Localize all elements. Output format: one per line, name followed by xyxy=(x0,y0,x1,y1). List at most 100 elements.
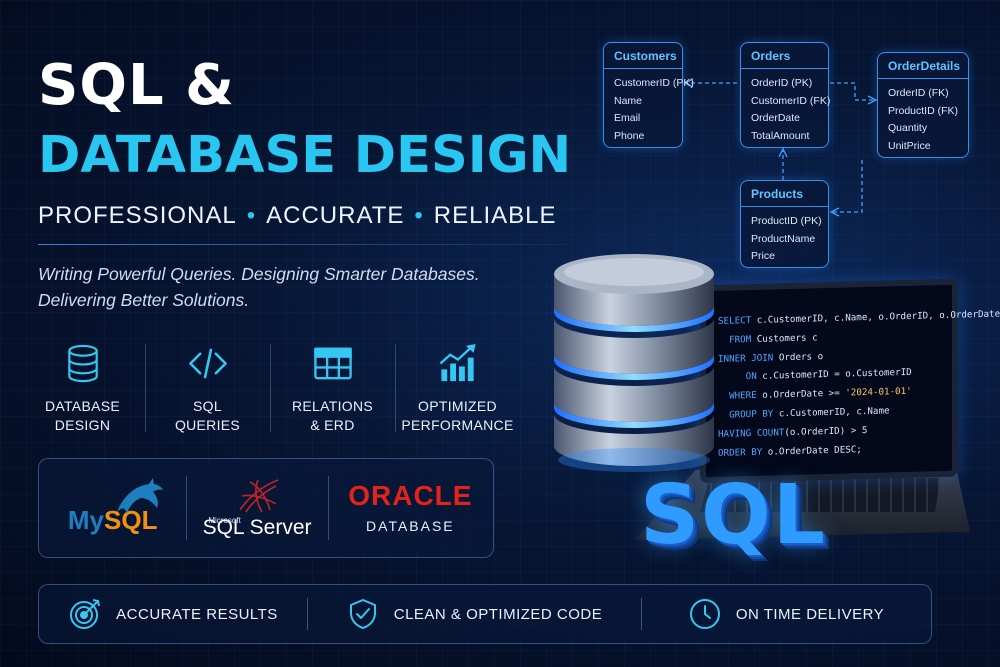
code-string: '2024-01-01' xyxy=(845,386,912,399)
dolphin-icon xyxy=(117,478,163,514)
laptop-screen: SELECT c.CustomerID, c.Name, o.OrderID, … xyxy=(700,278,1000,484)
code-icon xyxy=(188,348,227,379)
erd-table-orderdetails: OrderDetails OrderID (FK) ProductID (FK)… xyxy=(877,52,969,158)
benefit-clean-code: CLEAN & OPTIMIZED CODE xyxy=(307,584,641,644)
erd-field: ProductID (FK) xyxy=(888,104,959,117)
oracle-logo: ORACLE DATABASE xyxy=(327,468,493,548)
oracle-database-label: DATABASE xyxy=(366,518,455,534)
feature-label-line2: QUERIES xyxy=(174,417,241,433)
code-text: o.OrderDate DESC; xyxy=(762,443,862,458)
erd-field: TotalAmount xyxy=(751,129,810,142)
database-cylinder-illustration xyxy=(554,254,714,472)
tagline-dot-2: • xyxy=(414,202,424,229)
laptop-keyboard xyxy=(700,478,940,512)
erd-field: ProductID (PK) xyxy=(751,215,822,227)
subtitle-line-2: Delivering Better Solutions. xyxy=(38,290,250,310)
feature-label-line2: & ERD xyxy=(310,417,355,433)
sql-3d-text: SQL xyxy=(640,468,828,563)
feature-label-line2: DESIGN xyxy=(54,417,111,433)
code-text: c.CustomerID, c.Name xyxy=(773,405,890,420)
db-segment xyxy=(554,254,714,332)
code-text: c.CustomerID = o.CustomerID xyxy=(756,367,912,383)
erd-field: OrderID (FK) xyxy=(888,87,949,99)
tagline: PROFESSIONAL • ACCURATE • RELIABLE xyxy=(38,202,557,230)
code-text: Customers c xyxy=(751,332,818,345)
tagline-dot-1: • xyxy=(246,202,257,229)
code-text: o.OrderDate >= xyxy=(756,387,846,402)
erd-field: Quantity xyxy=(888,122,928,134)
erd-table-title: OrderDetails xyxy=(878,53,968,79)
feature-label-line2: PERFORMANCE xyxy=(401,417,514,433)
code-keyword: INNER JOIN xyxy=(718,352,774,365)
code-keyword: SELECT xyxy=(718,315,752,327)
database-logos-panel: MySQL Microsoft SQL Server ORACLE DATABA… xyxy=(38,458,494,558)
benefit-label: CLEAN & OPTIMIZED CODE xyxy=(393,605,603,623)
feature-label-line1: SQL xyxy=(193,398,222,414)
feature-label: RELATIONS & ERD xyxy=(292,397,373,435)
feature-label-line1: DATABASE xyxy=(44,398,120,414)
erd-table-title: Products xyxy=(741,181,828,207)
code-keyword: WHERE xyxy=(729,390,757,402)
clock-icon xyxy=(689,599,720,629)
tagline-word-1: PROFESSIONAL xyxy=(38,202,237,229)
mysql-wordmark: MySQL xyxy=(68,505,158,536)
feature-label: DATABASE DESIGN xyxy=(45,397,120,435)
code-keyword: FROM xyxy=(729,333,752,346)
tagline-word-2: ACCURATE xyxy=(266,202,405,229)
erd-field: CustomerID (PK) xyxy=(614,77,694,89)
code-text: (o.OrderID) > 5 xyxy=(784,424,868,438)
tagline-word-3: RELIABLE xyxy=(433,202,557,229)
feature-label-line1: OPTIMIZED xyxy=(418,398,497,414)
benefit-accurate-results: ACCURATE RESULTS xyxy=(39,584,307,644)
sqlserver-wordmark: SQL Server xyxy=(202,516,312,539)
erd-field: OrderID (PK) xyxy=(751,77,813,89)
code-text: Orders o xyxy=(773,350,824,364)
target-icon xyxy=(70,599,101,629)
erd-table-title: Orders xyxy=(741,43,828,69)
shield-check-icon xyxy=(349,599,376,629)
erd-field: Name xyxy=(614,94,643,107)
erd-field: UnitPrice xyxy=(888,139,931,152)
code-text: c.CustomerID, c.Name, o.OrderID, o.Order… xyxy=(751,308,1000,327)
erd-field: CustomerID (FK) xyxy=(751,94,831,107)
benefit-label: ACCURATE RESULTS xyxy=(116,605,278,623)
erd-field: OrderDate xyxy=(751,112,801,124)
erd-field: Price xyxy=(751,250,775,262)
feature-database-design: DATABASE DESIGN xyxy=(20,340,145,435)
subtitle-line-1: Writing Powerful Queries. Designing Smar… xyxy=(38,264,480,284)
oracle-wordmark: ORACLE xyxy=(348,480,473,511)
code-keyword: GROUP BY xyxy=(729,408,774,421)
database-icon xyxy=(67,344,98,383)
feature-label: SQL QUERIES xyxy=(175,397,240,435)
mysql-my: My xyxy=(67,504,104,535)
feature-label: OPTIMIZED PERFORMANCE xyxy=(401,397,513,435)
code-keyword: ORDER BY xyxy=(718,446,763,459)
feature-optimized-performance: OPTIMIZED PERFORMANCE xyxy=(395,340,520,435)
feature-label-line1: RELATIONS xyxy=(291,398,373,414)
bottom-benefits-bar: ACCURATE RESULTS CLEAN & OPTIMIZED CODE … xyxy=(38,584,932,644)
erd-field: Email xyxy=(614,112,641,124)
erd-table-title: Customers xyxy=(604,43,682,69)
benefit-label: ON TIME DELIVERY xyxy=(735,605,885,623)
table-icon xyxy=(313,347,352,380)
title-divider xyxy=(38,244,568,245)
benefit-on-time: ON TIME DELIVERY xyxy=(641,584,931,644)
code-keyword: HAVING COUNT xyxy=(718,426,785,440)
erd-table-customers: Customers CustomerID (PK) Name Email Pho… xyxy=(603,42,694,148)
erd-table-products: Products ProductID (PK) ProductName Pric… xyxy=(740,180,829,268)
erd-field: ProductName xyxy=(751,232,816,245)
growth-chart-icon xyxy=(439,343,476,382)
erd-table-orders: Orders OrderID (PK) CustomerID (FK) Orde… xyxy=(740,42,831,148)
sqlserver-logo: Microsoft SQL Server xyxy=(186,468,327,548)
mysql-logo: MySQL xyxy=(39,468,186,548)
microsoft-label: Microsoft xyxy=(208,516,241,525)
erd-field: Phone xyxy=(614,129,645,142)
sql-code-block: SELECT c.CustomerID, c.Name, o.OrderID, … xyxy=(718,306,1000,464)
sqlserver-emblem-icon xyxy=(239,479,279,513)
title-line-1: SQL & xyxy=(38,53,235,118)
subtitle: Writing Powerful Queries. Designing Smar… xyxy=(38,261,558,313)
feature-row: DATABASE DESIGN SQL QUERIES RELATIONS & … xyxy=(20,340,520,435)
code-keyword: ON xyxy=(745,371,757,383)
feature-relations-erd: RELATIONS & ERD xyxy=(270,340,395,435)
title-line-2: DATABASE DESIGN xyxy=(38,126,572,185)
